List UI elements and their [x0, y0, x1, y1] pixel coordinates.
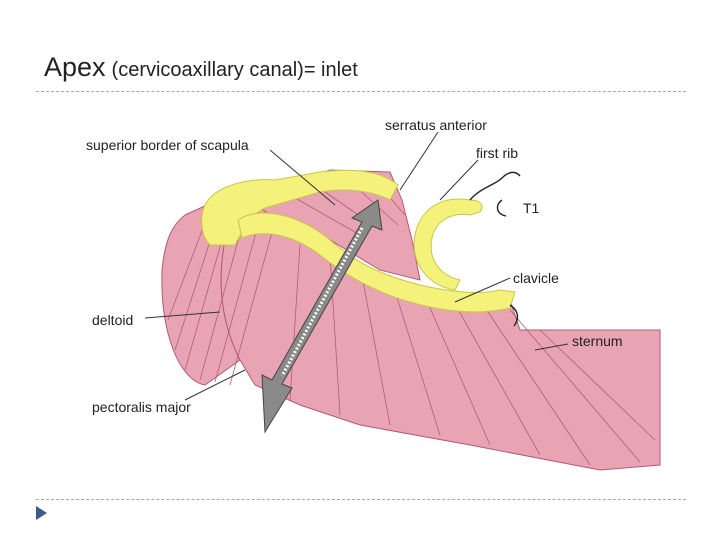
label-first-rib: first rib — [476, 145, 518, 161]
muscle-fibres — [167, 174, 656, 466]
t1-vertebra-outline — [469, 171, 521, 217]
label-deltoid: deltoid — [92, 312, 133, 328]
label-superior-border-of-scapula: superior border of scapula — [86, 137, 249, 153]
label-pectoralis-major: pectoralis major — [92, 399, 191, 415]
slide-title: Apex(cervicoaxillary canal)= inlet — [44, 52, 358, 83]
leader-lines — [144, 131, 569, 401]
sternum-outline — [509, 304, 519, 327]
clavicle-bone — [237, 212, 516, 313]
scapula-bone — [201, 169, 399, 246]
label-t1: T1 — [523, 200, 540, 216]
bottom-divider — [36, 499, 686, 500]
top-divider — [36, 91, 686, 92]
title-subtitle: (cervicoaxillary canal)= inlet — [111, 59, 358, 81]
bullet-triangle-icon — [36, 506, 47, 520]
cervicoaxillary-canal-arrow — [261, 199, 383, 434]
label-serratus-anterior: serratus anterior — [385, 117, 487, 133]
label-sternum: sternum — [572, 333, 623, 349]
first-rib-bone — [413, 198, 483, 291]
label-clavicle: clavicle — [513, 270, 559, 286]
title-main: Apex — [44, 52, 106, 82]
